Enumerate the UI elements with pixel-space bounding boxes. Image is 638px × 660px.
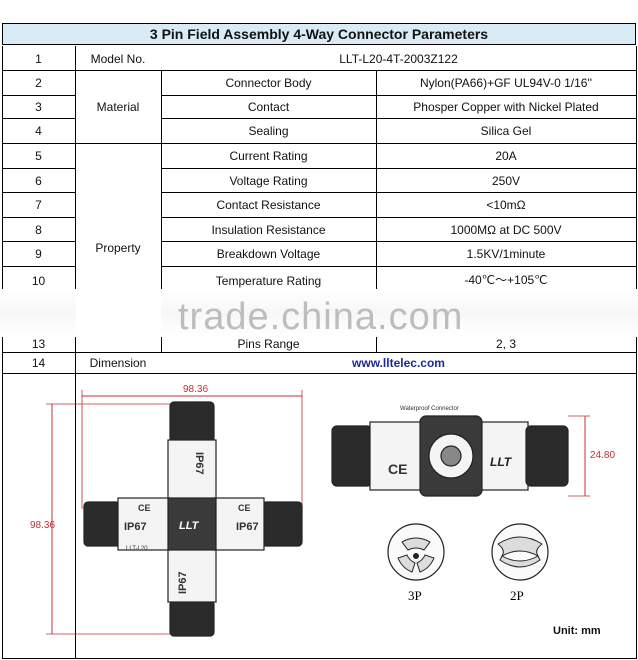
row-number: 9 — [35, 247, 42, 261]
column-divider — [161, 70, 162, 352]
watermark: trade.china.com — [178, 296, 464, 338]
row-number: 7 — [35, 198, 42, 212]
row-divider — [2, 658, 636, 659]
row-divider — [2, 241, 636, 242]
param-name: Sealing — [248, 124, 289, 138]
param-value: 1.5KV/1minute — [466, 247, 546, 261]
row-number: 2 — [35, 76, 42, 90]
row-divider — [2, 143, 636, 144]
merged-cell-bg — [76, 71, 161, 143]
side-logo: LLT — [490, 455, 513, 469]
row-number: 14 — [31, 356, 46, 370]
column-divider — [75, 46, 76, 659]
param-name: Insulation Resistance — [211, 222, 326, 237]
pin-label-2p: 2P — [510, 588, 524, 603]
model-small-label: LLT-L20 — [126, 546, 148, 552]
ce-mark: CE — [388, 461, 407, 477]
column-divider — [2, 46, 3, 659]
param-value: <10mΩ — [486, 198, 526, 212]
row-divider — [2, 352, 636, 353]
param-value: 20A — [495, 149, 517, 163]
row-divider — [2, 118, 636, 119]
row-number: 3 — [35, 100, 42, 114]
column-divider — [376, 70, 377, 352]
width-dimension: 98.36 — [183, 384, 208, 395]
row-divider — [2, 192, 636, 193]
param-value: 250V — [491, 173, 521, 188]
material-group-label: Material — [96, 100, 140, 114]
pin-label-3p: 3P — [408, 588, 422, 603]
param-value: Silica Gel — [480, 124, 532, 138]
param-value: -40℃～+105℃ — [464, 272, 548, 287]
model-value: LLT-L20-4T-2003Z122 — [339, 51, 458, 66]
merged-cell-bg — [76, 144, 161, 352]
param-name: Contact — [247, 100, 290, 114]
row-divider — [2, 95, 636, 96]
model-label: Model No. — [90, 51, 146, 66]
pin-face-2p-icon — [491, 523, 549, 581]
sheet-title: 3 Pin Field Assembly 4-Way Connector Par… — [2, 23, 636, 45]
website-link[interactable]: www.lltelec.com — [352, 356, 445, 370]
param-name: Pins Range — [237, 336, 300, 351]
height-dimension: 98.36 — [30, 520, 55, 531]
waterproof-label: Waterproof Connector — [400, 406, 459, 412]
column-divider — [636, 46, 637, 659]
param-name: Contact Resistance — [216, 198, 321, 212]
row-number: 5 — [35, 149, 42, 163]
side-view-connector — [331, 415, 569, 497]
param-value: 1000MΩ at DC 500V — [450, 222, 562, 237]
row-number: 8 — [35, 222, 42, 237]
param-name: Temperature Rating — [215, 274, 322, 288]
ip-label: IP67 — [124, 521, 147, 533]
ip-label: IP67 — [193, 452, 205, 475]
row-divider — [2, 168, 636, 169]
row-number: 4 — [35, 124, 42, 138]
row-divider — [2, 217, 636, 218]
row-divider — [2, 373, 636, 374]
side-dimension: 24.80 — [590, 450, 615, 461]
param-name: Connector Body — [225, 76, 312, 90]
ip-label: IP67 — [177, 571, 189, 594]
ip-label: IP67 — [236, 521, 259, 533]
param-name: Breakdown Voltage — [216, 247, 321, 261]
param-value: 2, 3 — [495, 336, 516, 351]
row-divider — [2, 266, 636, 267]
param-name: Voltage Rating — [229, 173, 308, 188]
row-number: 13 — [31, 336, 46, 351]
cross-connector — [83, 401, 303, 637]
property-group-label: Property — [95, 241, 141, 255]
param-value: Nylon(PA66)+GF UL94V-0 1/16'' — [419, 76, 593, 90]
row-divider — [2, 70, 636, 71]
param-value: Phosper Copper with Nickel Plated — [413, 100, 599, 114]
unit-label: Unit: mm — [553, 625, 601, 637]
ce-mark: CE — [238, 503, 251, 513]
center-logo: LLT — [179, 520, 200, 532]
dimension-drawing: 98.36 98.36 LLT IP67 IP67 IP67 IP67 LL — [30, 384, 615, 637]
row-number: 1 — [35, 51, 42, 66]
param-name: Current Rating — [229, 149, 308, 163]
ce-mark: CE — [138, 503, 151, 513]
row-number: 6 — [35, 173, 42, 188]
pin-face-3p-icon — [387, 523, 445, 581]
dimension-label: Dimension — [89, 356, 147, 370]
row-number: 10 — [31, 274, 46, 288]
